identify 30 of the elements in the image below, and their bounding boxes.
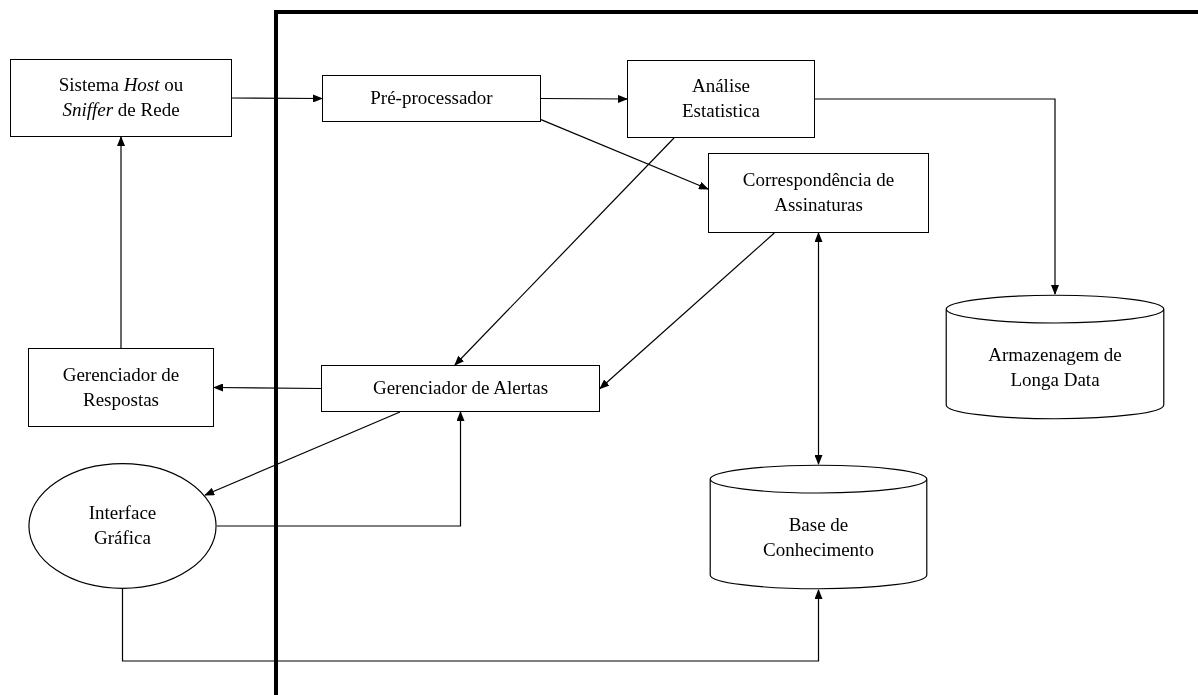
arrow [454,137,675,366]
arrow [204,411,401,496]
process-box [10,59,232,137]
node-label: Gerenciador de Respostas [61,362,181,412]
arrow [117,136,125,349]
arrow [231,94,323,103]
arrow [216,411,465,527]
arrow [814,98,1059,295]
database-cylinder [708,464,929,590]
process-box [627,60,815,138]
process-box [322,75,541,122]
node-label: Gerenciador de Alertas [371,376,550,401]
arrow [540,119,709,190]
database-cylinder [944,294,1166,420]
node-label: Armazenagem de Longa Data [987,343,1123,392]
arrow [121,588,823,662]
node-label: Sistema Host ou Sniffer de Rede [57,73,185,122]
node-label: Interface Gráfica [87,501,158,550]
interface-ellipse [28,463,217,589]
node-label: Análise Estatistica [680,74,762,123]
arrow [599,232,775,390]
process-box [321,365,600,412]
process-box [708,153,929,233]
process-box [28,348,214,427]
arrow [213,383,322,392]
node-label: Base de Conhecimento [762,513,875,562]
arrow [814,232,823,465]
node-label: Pré-processador [369,86,494,111]
arrow [540,94,628,103]
node-label: Correspondência de Assinaturas [741,168,896,217]
